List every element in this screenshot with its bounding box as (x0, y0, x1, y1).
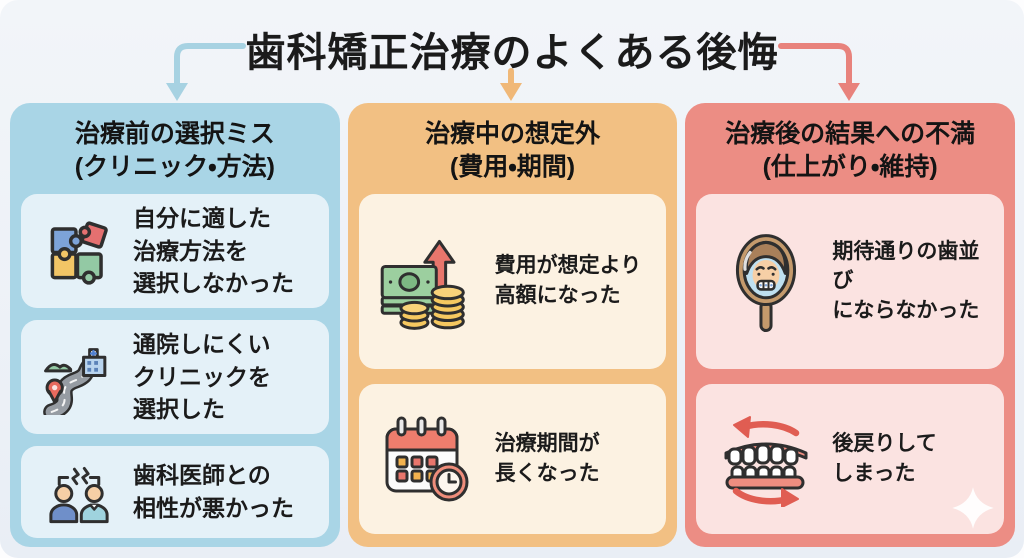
card-text-line: 歯科医師との (133, 462, 271, 489)
card-text-line: 選択しなかった (133, 270, 294, 297)
card-text-line: 治療方法を (133, 237, 248, 264)
arrow-to-during-column (500, 71, 522, 101)
card-text-line: クリニックを (133, 363, 271, 390)
column-header-line: 治療中の想定外 (425, 120, 601, 148)
columns-row: 治療前の選択ミス (クリニック・方法) (10, 103, 1016, 547)
cost-increase-icon (375, 229, 483, 333)
card-text: 治療期間が 長くなった (495, 429, 600, 489)
card-text-line: 後戻りして (832, 431, 937, 455)
column-after-cards: 期待通りの歯並び にならなかった (696, 194, 1005, 536)
column-before-treatment: 治療前の選択ミス (クリニック・方法) (10, 103, 340, 547)
dentist-conflict-icon (37, 454, 121, 530)
card-text-line: 高額になった (494, 284, 621, 308)
teeth-relapse-icon (712, 411, 820, 507)
card-text-line: 費用が想定より (494, 254, 642, 278)
column-during-treatment: 治療中の想定外 (費用・期間) (347, 103, 678, 547)
column-header-line: 治療前の選択ミス (74, 120, 275, 148)
column-header-line: 治療後の結果への不満 (725, 120, 976, 148)
card-wrong-method: 自分に適した 治療方法を 選択しなかった (21, 194, 329, 308)
column-after-header: 治療後の結果への不満 (仕上がり・維持) (696, 113, 1004, 194)
sparkle-icon (950, 485, 996, 536)
card-text-line: 期待通りの歯並び (832, 239, 980, 293)
page-title: 歯科矯正治療のよくある後悔 (245, 31, 779, 75)
card-text-line: 選択した (133, 396, 225, 423)
calendar-clock-icon (375, 409, 483, 509)
column-during-header: 治療中の想定外 (費用・期間) (359, 113, 667, 194)
arrow-to-after-column (781, 46, 860, 101)
card-text: 自分に適した 治療方法を 選択しなかった (133, 202, 294, 300)
column-before-header: 治療前の選択ミス (クリニック・方法) (21, 113, 329, 194)
card-text-line: 長くなった (494, 461, 600, 485)
card-inconvenient-clinic: 通院しにくい クリニックを 選択した (21, 319, 329, 434)
card-text-line: 自分に適した (133, 205, 271, 231)
card-text: 期待通りの歯並び にならなかった (832, 237, 992, 326)
column-after-treatment: 治療後の結果への不満 (仕上がり・維持) (685, 103, 1016, 547)
card-dentist-mismatch: 歯科医師との 相性が悪かった (21, 445, 329, 538)
puzzle-icon (37, 213, 121, 289)
card-text-line: 通院しにくい (133, 330, 271, 357)
column-header-line: (クリニック・方法) (74, 153, 275, 181)
card-unexpected-result: 期待通りの歯並び にならなかった (696, 194, 1005, 369)
column-during-cards: 費用が想定より 高額になった (358, 194, 667, 534)
card-text: 歯科医師との 相性が悪かった (133, 459, 294, 524)
column-header-line: (費用・期間) (449, 153, 576, 181)
clinic-route-icon (37, 339, 121, 415)
card-text: 費用が想定より 高額になった (495, 251, 642, 311)
card-text-line: 治療期間が (494, 431, 600, 455)
card-relapse: 後戻りして しまった (696, 383, 1005, 534)
column-header-line: (仕上がり・維持) (762, 153, 938, 181)
column-before-cards: 自分に適した 治療方法を 選択しなかった (21, 194, 329, 538)
card-text-line: しまった (832, 461, 916, 485)
card-text: 通院しにくい クリニックを 選択した (133, 328, 271, 426)
card-text-line: 相性が悪かった (133, 494, 294, 521)
connector-arrows (166, 0, 860, 101)
mirror-face-icon (712, 226, 820, 336)
card-text: 後戻りして しまった (832, 429, 936, 489)
arrow-to-before-column (166, 46, 243, 101)
card-higher-cost: 費用が想定より 高額になった (358, 194, 667, 369)
card-text-line: にならなかった (832, 299, 980, 323)
card-longer-period: 治療期間が 長くなった (358, 383, 667, 534)
